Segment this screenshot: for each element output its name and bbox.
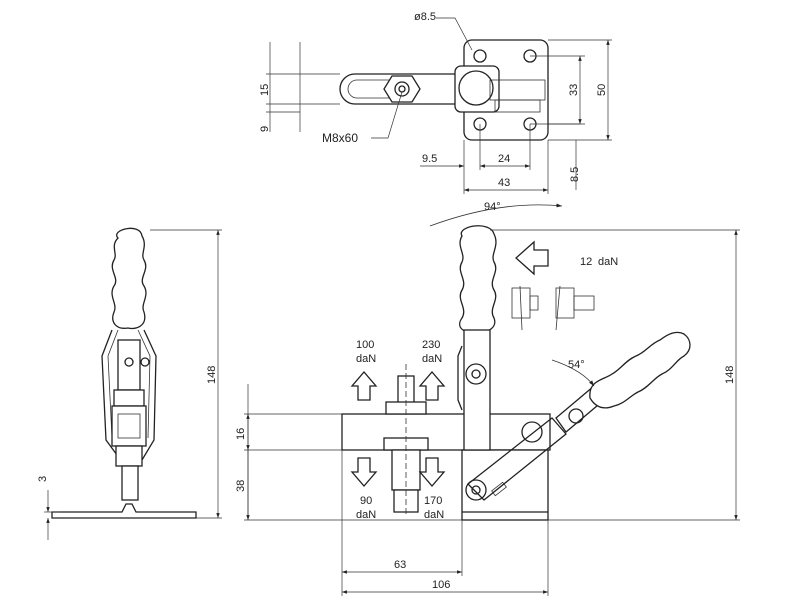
force-down-right-arrow [418,457,446,487]
force-up-right-value: 230 [422,339,440,351]
side-pivot-block [117,339,141,391]
dim-16-label: 16 [235,428,247,440]
top-hole-1 [473,49,487,63]
dim-33-label: 33 [568,84,580,96]
side-height-label: 148 [206,366,218,384]
bolt-spec-label: M8x60 [322,131,358,145]
side-base [51,503,197,519]
dim-50-label: 50 [596,84,608,96]
dim-63-label: 63 [394,559,406,571]
force-down-right-value: 170 [424,495,442,507]
front-link [467,417,567,501]
front-handle-open-grip [589,331,691,409]
front-height-label: 148 [724,366,736,384]
hold-force-unit: daN [598,256,618,268]
top-bolt-hex [383,75,421,103]
force-down-right-unit: daN [424,509,444,521]
side-view: 148 3 [37,227,222,540]
top-link-2 [494,99,541,113]
top-pivot [458,70,494,106]
front-angle-94-arc [429,203,563,227]
force-up-right-unit: daN [422,353,442,365]
force-down-left-value: 90 [360,495,372,507]
dim-38-label: 38 [235,480,247,492]
front-clamp-arm [341,413,551,451]
top-view: ø8.5 M8x60 15 9 33 50 9.5 24 43 8.5 [259,11,612,194]
front-handle-grip [459,225,497,334]
dim-43-label: 43 [498,177,510,189]
dim-24-label: 24 [498,153,510,165]
hold-force-value: 12 [580,256,592,268]
front-view: 94° 54° 12 daN 100 daN 230 daN 90 daN 17… [235,201,740,596]
force-up-left-value: 100 [356,339,374,351]
force-up-left-arrow [350,371,378,401]
force-up-left-unit: daN [356,353,376,365]
front-angle-54-arc [551,359,595,387]
force-up-right-arrow [418,371,446,401]
force-down-left-arrow [350,457,378,487]
side-dim-3-label: 3 [37,476,49,482]
front-handle-shaft [463,329,491,451]
dim-8-5-label: 8.5 [569,167,581,182]
angle-54-label: 54° [568,359,585,371]
hold-force-arrow [515,240,549,276]
angle-94-label: 94° [484,201,501,213]
dim-15-label: 15 [259,84,271,96]
side-handle-grip [111,227,147,330]
force-down-left-unit: daN [356,509,376,521]
hole-dia-label: ø8.5 [414,11,436,23]
dim-106-label: 106 [432,579,450,591]
top-bolt [394,81,410,97]
dim-9-5-label: 9.5 [422,153,437,165]
dim-9-label: 9 [259,126,271,132]
